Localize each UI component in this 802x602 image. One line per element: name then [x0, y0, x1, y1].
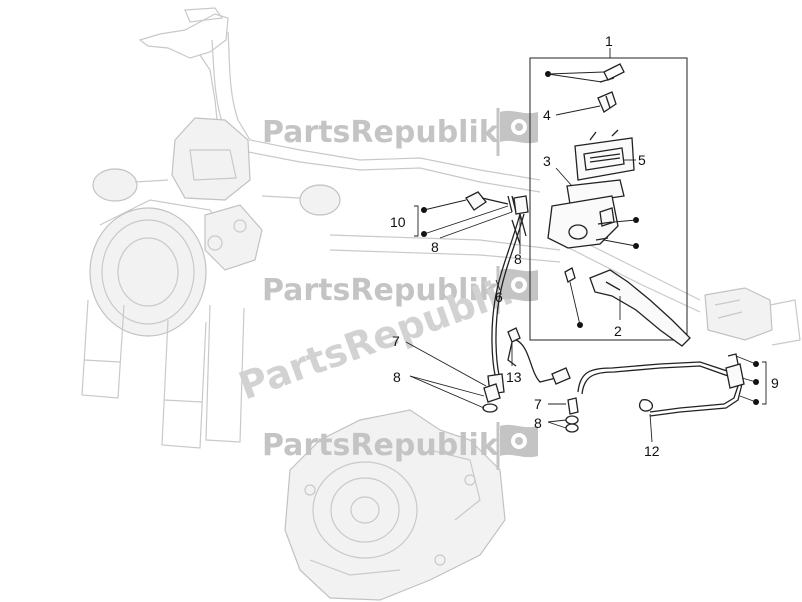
pivot-screw — [564, 267, 576, 283]
callout-2: 2 — [614, 323, 622, 339]
callout-8-upper-left: 8 — [431, 239, 439, 255]
callout-10: 10 — [390, 214, 406, 230]
callout-8-upper-right: 8 — [514, 251, 522, 267]
right-banjo-fitting — [725, 363, 745, 389]
clutch-switch-wiring — [507, 327, 571, 385]
watermark-brand-top: PartsRepublik — [262, 115, 500, 150]
banjo-bolt-part — [465, 191, 487, 211]
watermark-logo-top — [496, 108, 538, 156]
callout-labels: 1 2 3 4 5 6 7 7 8 8 8 8 9 10 12 13 — [390, 33, 779, 459]
banjo-fitting-part — [513, 195, 529, 215]
reservoir-screw — [599, 77, 615, 83]
callout-5: 5 — [638, 152, 646, 168]
callout-leaders — [405, 48, 767, 443]
callout-8-lower-left: 8 — [393, 369, 401, 385]
bleeder-bolt-part — [483, 383, 501, 403]
watermark-brand-middle: PartsRepublik — [262, 273, 500, 308]
watermark-brand-bottom: PartsRepublik — [262, 428, 500, 463]
hose-clip-part — [638, 399, 654, 412]
callout-6: 6 — [495, 289, 503, 305]
ghost-motorcycle-context — [81, 7, 801, 601]
callout-9: 9 — [771, 375, 779, 391]
watermark-logo-bottom — [496, 422, 538, 470]
callout-4: 4 — [543, 107, 551, 123]
callout-13: 13 — [506, 369, 522, 385]
handlebar-clamp-part — [597, 91, 617, 113]
clutch-hose — [491, 213, 521, 376]
callout-12: 12 — [644, 443, 660, 459]
reservoir-cap-part — [574, 137, 635, 181]
watermark-logo-middle — [496, 266, 538, 314]
clutch-pipe — [577, 361, 743, 417]
master-cylinder-body — [547, 195, 619, 249]
callout-7-left: 7 — [392, 333, 400, 349]
clutch-line-right — [577, 353, 745, 417]
reservoir-screw — [603, 63, 625, 81]
callout-8-lower-right: 8 — [534, 415, 542, 431]
callout-1: 1 — [605, 33, 613, 49]
callout-7-right: 7 — [534, 396, 542, 412]
assembly-1-frame — [529, 57, 688, 341]
callout-3: 3 — [543, 153, 551, 169]
clutch-switch-part — [507, 327, 521, 343]
clutch-lever-part — [589, 269, 691, 347]
clutch-master-cylinder-assembly — [529, 57, 691, 347]
